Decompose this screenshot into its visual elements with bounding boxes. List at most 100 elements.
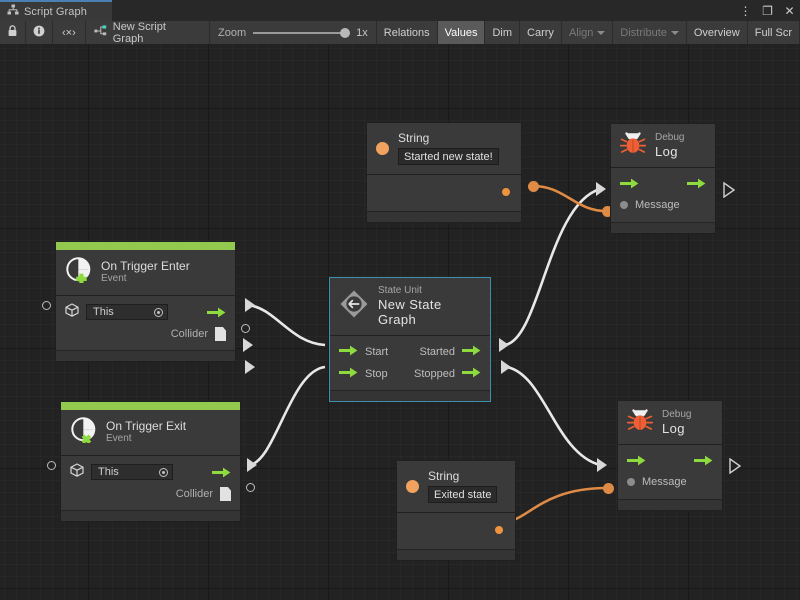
stop-stopped-row: Stop Stopped	[330, 363, 490, 385]
script-graph-icon	[94, 25, 107, 40]
port-arrow-log-bottom-in[interactable]	[597, 458, 607, 472]
overview-button[interactable]: Overview	[686, 21, 748, 44]
string-value-input[interactable]: Exited state	[428, 486, 498, 504]
port-arrow-state-stop-in[interactable]	[245, 360, 255, 374]
state-unit-icon	[339, 289, 369, 324]
node-title: Log	[655, 143, 678, 159]
distribute-dropdown[interactable]: Distribute	[613, 21, 687, 44]
flow-in-arrow-icon[interactable]	[627, 455, 646, 466]
stop-flow-arrow-icon[interactable]	[339, 365, 358, 383]
event-cross-icon	[70, 416, 97, 448]
relations-button[interactable]: Relations	[376, 21, 438, 44]
port-arrow-log-top-out[interactable]	[722, 182, 736, 198]
gameobject-cube-icon	[65, 302, 79, 322]
code-icon: ‹×›	[62, 26, 76, 39]
port-arrow-state-started-out[interactable]	[499, 338, 509, 352]
fullscreen-button[interactable]: Full Scr	[747, 21, 800, 44]
node-footer	[611, 222, 715, 233]
message-port-dot[interactable]	[627, 478, 635, 486]
output-port-dot[interactable]	[495, 526, 503, 535]
string-orange-dot-icon	[376, 141, 389, 155]
node-footer	[367, 211, 521, 223]
close-button[interactable]: ✕	[784, 3, 795, 18]
port-arrow-log-top-in[interactable]	[596, 182, 606, 196]
code-view-button[interactable]: ‹×›	[53, 21, 86, 44]
zoom-slider[interactable]	[253, 27, 351, 38]
zoom-control[interactable]: Zoom 1x	[210, 21, 377, 44]
gameobject-cube-icon	[70, 462, 84, 482]
distribute-label: Distribute	[620, 26, 667, 39]
port-target-enter-in[interactable]	[42, 301, 51, 310]
flow-out-arrow-icon[interactable]	[207, 307, 226, 318]
node-title: On Trigger Exit	[106, 419, 187, 434]
target-object-field[interactable]: This	[91, 464, 173, 480]
node-body: This Collider	[61, 456, 240, 510]
port-arrow-exit-exec-out[interactable]	[247, 458, 257, 472]
stopped-flow-arrow-icon[interactable]	[462, 365, 481, 383]
node-subtitle: Event	[101, 273, 127, 285]
node-string-bottom[interactable]: String Exited state	[396, 460, 516, 562]
port-arrow-state-stopped-out[interactable]	[501, 360, 511, 374]
message-port-dot[interactable]	[620, 201, 628, 209]
node-subtitle: Debug	[662, 408, 692, 420]
wire-flow-stopped-log-bottom	[506, 365, 601, 467]
collider-document-icon	[215, 327, 226, 341]
align-dropdown[interactable]: Align	[561, 21, 614, 44]
node-body: Message	[618, 445, 722, 499]
node-subtitle: Debug	[655, 131, 685, 143]
port-message-in-bottom[interactable]	[603, 483, 614, 494]
target-object-field[interactable]: This	[86, 304, 168, 320]
node-string-top[interactable]: String Started new state!	[366, 122, 522, 224]
node-on-trigger-enter[interactable]: On Trigger Enter Event This	[55, 241, 236, 362]
node-debug-log-top[interactable]: Debug Log Message	[610, 123, 716, 234]
node-state-unit[interactable]: State Unit New State Graph Start Started	[329, 277, 491, 403]
port-target-exit-in[interactable]	[47, 461, 56, 470]
port-arrow-state-start-in[interactable]	[243, 338, 253, 352]
node-body: This Collider	[56, 296, 235, 350]
zoom-slider-knob[interactable]	[340, 27, 351, 38]
tab-script-graph[interactable]: Script Graph	[0, 0, 112, 21]
bug-icon	[626, 408, 654, 437]
node-on-trigger-exit[interactable]: On Trigger Exit Event This	[60, 401, 241, 522]
flow-in-arrow-icon[interactable]	[620, 178, 639, 189]
lock-toggle-button[interactable]	[0, 21, 26, 44]
object-picker-icon[interactable]	[154, 307, 163, 317]
started-flow-arrow-icon[interactable]	[462, 343, 481, 361]
port-arrow-enter-exec-out[interactable]	[245, 298, 255, 312]
node-body	[397, 513, 515, 550]
carry-button[interactable]: Carry	[520, 21, 562, 44]
port-collider-exit-out[interactable]	[246, 483, 255, 492]
node-footer	[330, 390, 490, 402]
more-options-button[interactable]: ⋮	[739, 3, 752, 18]
collider-row: Collider	[61, 483, 240, 505]
dim-button[interactable]: Dim	[485, 21, 521, 44]
node-header: String Exited state	[397, 461, 515, 514]
flow-out-arrow-icon[interactable]	[694, 455, 713, 466]
port-collider-enter-out[interactable]	[241, 324, 250, 333]
graph-canvas[interactable]: String Started new state!	[0, 45, 800, 600]
flow-out-arrow-icon[interactable]	[687, 178, 706, 189]
port-message-in-top[interactable]	[602, 206, 613, 217]
output-port-dot[interactable]	[502, 188, 510, 197]
string-value-input[interactable]: Started new state!	[398, 148, 499, 166]
object-picker-icon[interactable]	[159, 467, 168, 477]
node-subtitle: State Unit	[378, 285, 422, 296]
flow-out-arrow-icon[interactable]	[212, 467, 231, 478]
maximize-button[interactable]: ❐	[762, 3, 773, 18]
collider-row: Collider	[56, 323, 235, 345]
wire-flow-exit-stop	[248, 365, 326, 467]
node-debug-log-bottom[interactable]: Debug Log Message	[617, 400, 723, 511]
info-button[interactable]	[26, 21, 53, 44]
wire-flow-enter-start	[246, 303, 326, 347]
collider-label: Collider	[175, 488, 213, 500]
port-value-out-top[interactable]	[528, 181, 539, 192]
target-row: This	[61, 461, 240, 483]
node-footer	[397, 549, 515, 561]
start-flow-arrow-icon[interactable]	[339, 343, 358, 361]
graph-name-field[interactable]: New Script Graph	[86, 21, 211, 45]
port-arrow-log-bottom-out[interactable]	[728, 458, 742, 474]
target-object-value: This	[93, 306, 114, 318]
start-started-row: Start Started	[330, 341, 490, 363]
values-button[interactable]: Values	[437, 21, 486, 44]
